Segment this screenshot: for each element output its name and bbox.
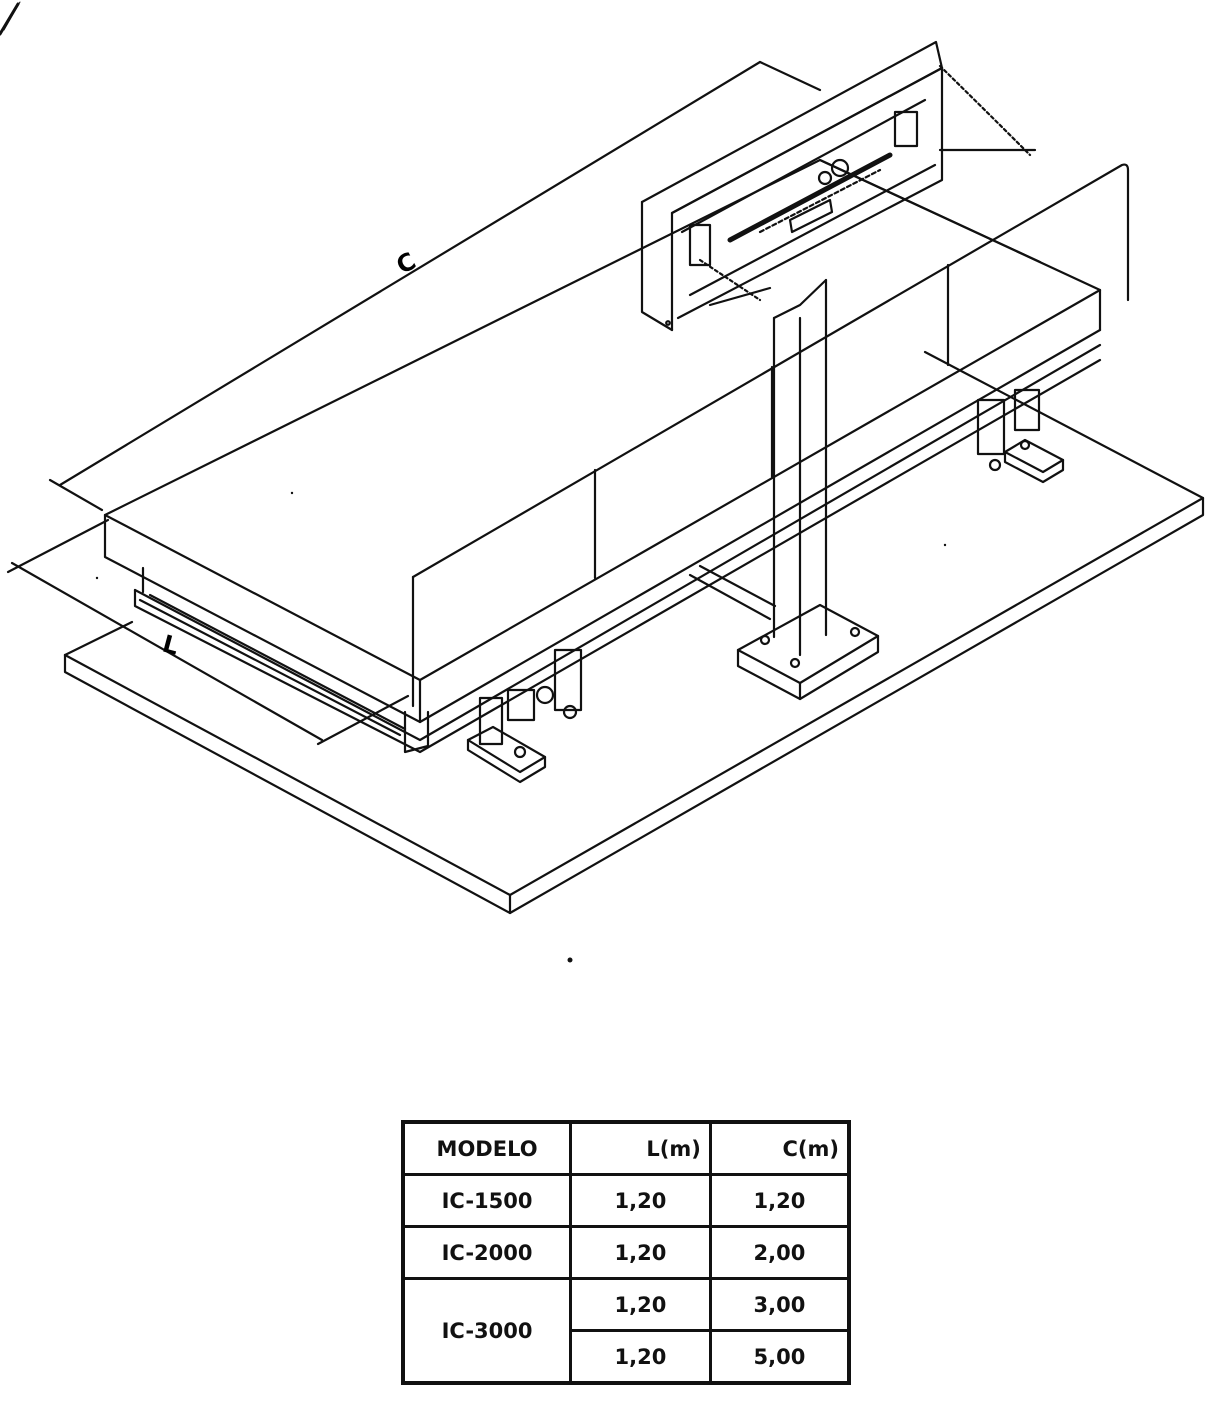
dimension-lines <box>6 60 822 746</box>
dimension-label-l: L <box>160 630 182 661</box>
cell-c: 1,20 <box>708 1173 851 1228</box>
guard-panels <box>411 158 1130 708</box>
table-row: IC-2000 1,20 2,00 <box>401 1225 851 1280</box>
table-header-row: MODELO L(m) C(m) <box>401 1120 851 1176</box>
table-row: IC-1500 1,20 1,20 <box>401 1173 851 1228</box>
cell-model: IC-1500 <box>401 1173 573 1228</box>
indicator-column <box>736 278 880 701</box>
table-row: 1,20 5,00 <box>403 1329 851 1385</box>
corner-mark <box>0 1 21 36</box>
load-cell-right <box>976 388 1065 484</box>
cell-model: IC-2000 <box>401 1225 573 1280</box>
cell-l: 1,20 <box>569 1225 712 1280</box>
cell-l: 1,20 <box>569 1277 712 1332</box>
dimension-label-c: C <box>392 247 421 280</box>
indicator-head <box>640 40 1037 332</box>
scale-platform-drawing: C L <box>0 1 1205 963</box>
load-cell-left <box>466 648 583 784</box>
cell-l: 1,20 <box>569 1173 712 1228</box>
header-c: C(m) <box>708 1120 851 1176</box>
platform-deck <box>103 158 1102 724</box>
cell-c: 5,00 <box>708 1329 851 1385</box>
platform-frame <box>133 343 1102 754</box>
table-row: IC-3000 1,20 3,00 <box>401 1277 851 1385</box>
cell-c: 3,00 <box>708 1277 851 1332</box>
cell-model: IC-3000 <box>401 1277 573 1385</box>
cell-c: 2,00 <box>708 1225 851 1280</box>
print-specks <box>95 491 947 963</box>
header-l: L(m) <box>569 1120 712 1176</box>
cell-l: 1,20 <box>569 1329 712 1385</box>
base-slab <box>63 350 1205 915</box>
model-dimensions-table: MODELO L(m) C(m) IC-1500 1,20 1,20 IC-20… <box>401 1120 851 1385</box>
header-modelo: MODELO <box>401 1120 573 1176</box>
